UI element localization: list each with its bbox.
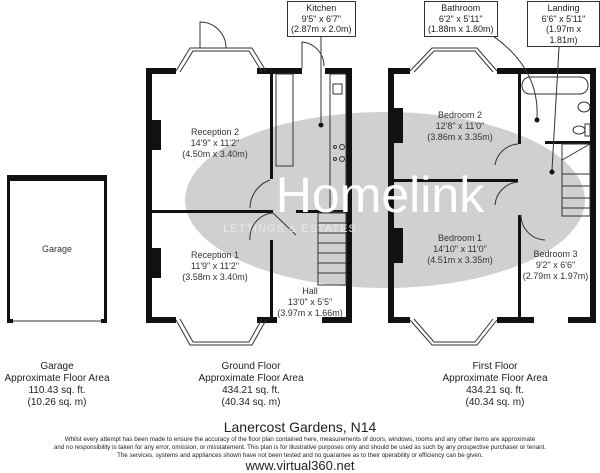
garage-area-sqft: 110.43 sq. ft. <box>28 385 86 396</box>
reception2-metric: (4.50m x 3.40m) <box>182 149 248 159</box>
bedroom3-label: Bedroom 3 9'2" x 6'6" (2.79m x 1.97m) <box>521 249 590 282</box>
disclaimer-line: and no responsibility is taken for any e… <box>53 444 547 451</box>
garage-area: Garage Approximate Floor Area 110.43 sq.… <box>0 361 137 409</box>
watermark-ellipse <box>185 112 585 288</box>
disclaimer-line: Whilst every attempt has been made to en… <box>64 436 536 443</box>
property-address: Lanercost Gardens, N14 <box>223 419 377 435</box>
bedroom2-label: Bedroom 2 12'8" x 11'0" (3.86m x 3.35m) <box>405 110 515 143</box>
first-area-sqft: 434.21 sq. ft. <box>466 385 524 396</box>
ground-floor-details <box>175 21 347 346</box>
garage-label: Garage <box>41 244 73 254</box>
first-area-title: First Floor <box>472 361 518 372</box>
bedroom2-name: Bedroom 2 <box>437 110 483 120</box>
garage-area-sqm: (10.26 sq. m) <box>27 397 87 408</box>
landing-marker <box>549 169 555 175</box>
reception2-imperial: 14'9" x 11'2" <box>190 138 240 148</box>
landing-metric: (1.97m x 1.81m) <box>545 24 581 45</box>
bedroom1-name: Bedroom 1 <box>437 233 483 243</box>
bedroom3-name: Bedroom 3 <box>533 249 578 259</box>
first-area-label: Approximate Floor Area <box>442 373 548 384</box>
kitchen-metric: (2.87m x 2.0m) <box>291 24 352 34</box>
bathroom-label: Bathroom 6'2" x 5'11" (1.88m x 1.80m) <box>424 1 498 37</box>
ground-area-sqm: (40.34 sq. m) <box>221 397 281 408</box>
disclaimer: Whilst every attempt has been made to en… <box>0 436 600 460</box>
hall-metric: (3.97m x 1.66m) <box>277 308 343 318</box>
ground-area-label: Approximate Floor Area <box>198 373 304 384</box>
reception2-name: Reception 2 <box>190 127 240 137</box>
landing-name: Landing <box>547 3 580 13</box>
ground-area-sqft: 434.21 sq. ft. <box>222 385 280 396</box>
bedroom1-label: Bedroom 1 14'10" x 11'0" (4.51m x 3.35m) <box>405 233 515 266</box>
hall-name: Hall <box>302 286 318 296</box>
kitchen-label: Kitchen 9'5" x 6'7" (2.87m x 2.0m) <box>287 1 356 37</box>
reception1-label: Reception 1 11'9" x 11'2" (3.58m x 3.40m… <box>160 250 270 283</box>
reception1-imperial: 11'9" x 11'2" <box>190 261 240 271</box>
garage-plan <box>7 175 107 323</box>
bathroom-marker <box>534 117 540 123</box>
landing-label: Landing 6'6" x 5'11" (1.97m x 1.81m) <box>527 1 600 47</box>
watermark-tagline: LETTINGS & ESTATES <box>223 223 357 235</box>
first-area-sqm: (40.34 sq. m) <box>465 397 525 408</box>
landing-imperial: 6'6" x 5'11" <box>541 13 586 24</box>
ground-floor-area: Ground Floor Approximate Floor Area 434.… <box>171 361 331 409</box>
watermark-brand: Homelink <box>276 167 485 223</box>
reception2-label: Reception 2 14'9" x 11'2" (4.50m x 3.40m… <box>160 127 270 160</box>
bedroom3-imperial: 9'2" x 6'6" <box>535 260 576 270</box>
hall-imperial: 13'0" x 5'5" <box>287 297 333 307</box>
website-link[interactable]: www.virtual360.net <box>245 458 355 473</box>
bedroom2-metric: (3.86m x 3.35m) <box>427 132 493 142</box>
kitchen-imperial: 9'5" x 6'7" <box>301 13 341 24</box>
ground-area-title: Ground Floor <box>221 361 281 372</box>
bathroom-name: Bathroom <box>441 3 481 13</box>
garage-area-title: Garage <box>40 361 74 372</box>
disclaimer-line: The services, systems and appliances sho… <box>117 452 483 459</box>
bedroom3-metric: (2.79m x 1.97m) <box>522 271 589 281</box>
bedroom1-imperial: 14'10" x 11'0" <box>433 244 487 254</box>
garage-area-label: Approximate Floor Area <box>4 373 110 384</box>
bedroom1-metric: (4.51m x 3.35m) <box>427 255 493 265</box>
kitchen-name: Kitchen <box>306 3 337 13</box>
first-floor-area: First Floor Approximate Floor Area 434.2… <box>415 361 575 409</box>
hall-label: Hall 13'0" x 5'5" (3.97m x 1.66m) <box>275 286 345 319</box>
bathroom-imperial: 6'2" x 5'11" <box>438 13 483 24</box>
first-floor-plan <box>388 68 596 323</box>
bathroom-metric: (1.88m x 1.80m) <box>428 24 494 34</box>
bedroom2-imperial: 12'8" x 11'0" <box>435 121 485 131</box>
ground-floor-plan <box>146 68 352 323</box>
reception1-metric: (3.58m x 3.40m) <box>182 272 248 282</box>
reception1-name: Reception 1 <box>190 250 240 260</box>
kitchen-marker <box>318 122 324 128</box>
